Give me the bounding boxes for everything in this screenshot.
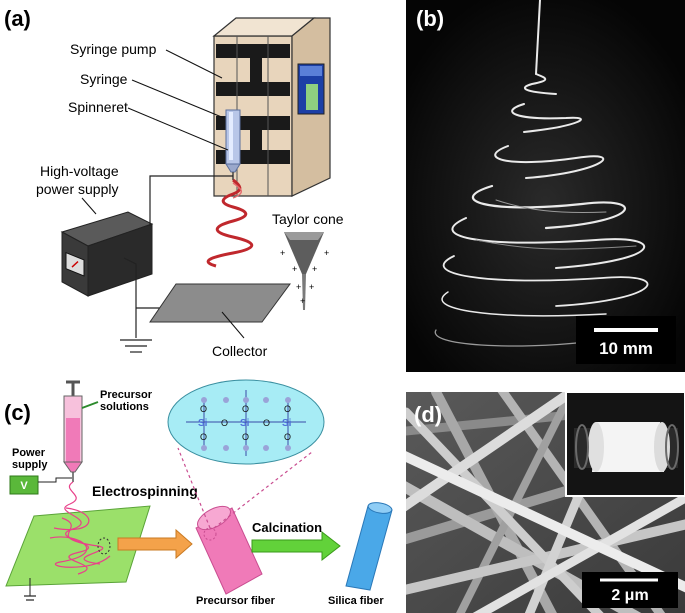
svg-text:+: + bbox=[292, 264, 297, 274]
power-symbol: V bbox=[20, 480, 28, 492]
precursor-fiber bbox=[195, 505, 263, 595]
power-supply-label-line2: power supply bbox=[36, 181, 119, 197]
atom-si: Si bbox=[198, 418, 208, 429]
scale-bar-text: 10 mm bbox=[599, 339, 653, 358]
scale-bar-box bbox=[582, 572, 678, 608]
panel-c-label: (c) bbox=[4, 400, 31, 425]
syringe-pump-label: Syringe pump bbox=[70, 41, 157, 57]
inset-photo bbox=[565, 392, 685, 497]
atom-o: O bbox=[221, 418, 228, 428]
svg-text:+: + bbox=[300, 296, 305, 306]
taylor-cone-label: Taylor cone bbox=[272, 211, 344, 227]
atom-o: O bbox=[263, 418, 270, 428]
silica-fiber-label: Silica fiber bbox=[328, 595, 384, 607]
atom-o: O bbox=[242, 432, 249, 442]
atom-o: O bbox=[242, 404, 249, 414]
syringe-label: Syringe bbox=[80, 71, 128, 87]
power-supply-box bbox=[60, 211, 154, 297]
orange-arrow bbox=[117, 528, 193, 560]
zoom-circle bbox=[97, 537, 111, 555]
panel-a-label: (a) bbox=[4, 6, 31, 31]
spinneret-label: Spinneret bbox=[68, 99, 128, 115]
collector-label: Collector bbox=[212, 343, 268, 359]
leader-lines bbox=[81, 49, 245, 339]
atom-o: O bbox=[284, 404, 291, 414]
svg-text:+: + bbox=[280, 248, 285, 258]
precursor-label-line2: solutions bbox=[100, 401, 149, 413]
atom-si: Si bbox=[240, 418, 250, 429]
panel-b-label: (b) bbox=[416, 6, 444, 31]
precursor-arrow bbox=[81, 401, 99, 409]
calcination-label: Calcination bbox=[252, 520, 322, 535]
svg-text:+: + bbox=[296, 282, 301, 292]
wires bbox=[120, 175, 233, 353]
scale-bar-box bbox=[576, 316, 676, 364]
panel-c-process: (c) V Precursor solutions Power supply E… bbox=[4, 379, 393, 607]
fiber-zoom-circle bbox=[203, 527, 217, 541]
panel-a-schematic: (a) bbox=[4, 6, 344, 359]
scale-bar-text: 2 μm bbox=[611, 587, 648, 604]
precursor-syringe bbox=[63, 380, 83, 482]
power-supply-box bbox=[9, 475, 39, 495]
power-label-line1: Power bbox=[12, 447, 46, 459]
panel-b-photo: 10 mm (b) bbox=[406, 0, 685, 372]
power-wire bbox=[38, 477, 72, 483]
precursor-label-line1: Precursor bbox=[100, 389, 153, 401]
collector-plate bbox=[149, 283, 291, 323]
panel-d-sem: 2 μm (d) bbox=[406, 392, 685, 613]
power-supply-label-line1: High-voltage bbox=[40, 163, 119, 179]
green-arrow bbox=[251, 530, 341, 562]
atom-o: O bbox=[284, 432, 291, 442]
silica-fiber bbox=[345, 502, 393, 591]
svg-text:+: + bbox=[324, 248, 329, 258]
atom-o: O bbox=[200, 432, 207, 442]
atom-o: O bbox=[200, 404, 207, 414]
fiber-whip-cone bbox=[434, 0, 649, 347]
power-label-line2: supply bbox=[12, 459, 48, 471]
fiber-spiral bbox=[206, 178, 254, 268]
collector-plate bbox=[5, 505, 151, 587]
precursor-fiber-label: Precursor fiber bbox=[196, 595, 276, 607]
electrospinning-label: Electrospinning bbox=[92, 483, 198, 499]
svg-text:+: + bbox=[312, 264, 317, 274]
syringe bbox=[225, 109, 241, 180]
svg-text:+: + bbox=[309, 282, 314, 292]
taylor-cone: + + + + + + + bbox=[280, 232, 329, 310]
silica-network-bubble: Si Si Si O O O O O O O O bbox=[167, 379, 325, 465]
atom-si: Si bbox=[282, 418, 292, 429]
panel-d-label: (d) bbox=[414, 402, 442, 427]
